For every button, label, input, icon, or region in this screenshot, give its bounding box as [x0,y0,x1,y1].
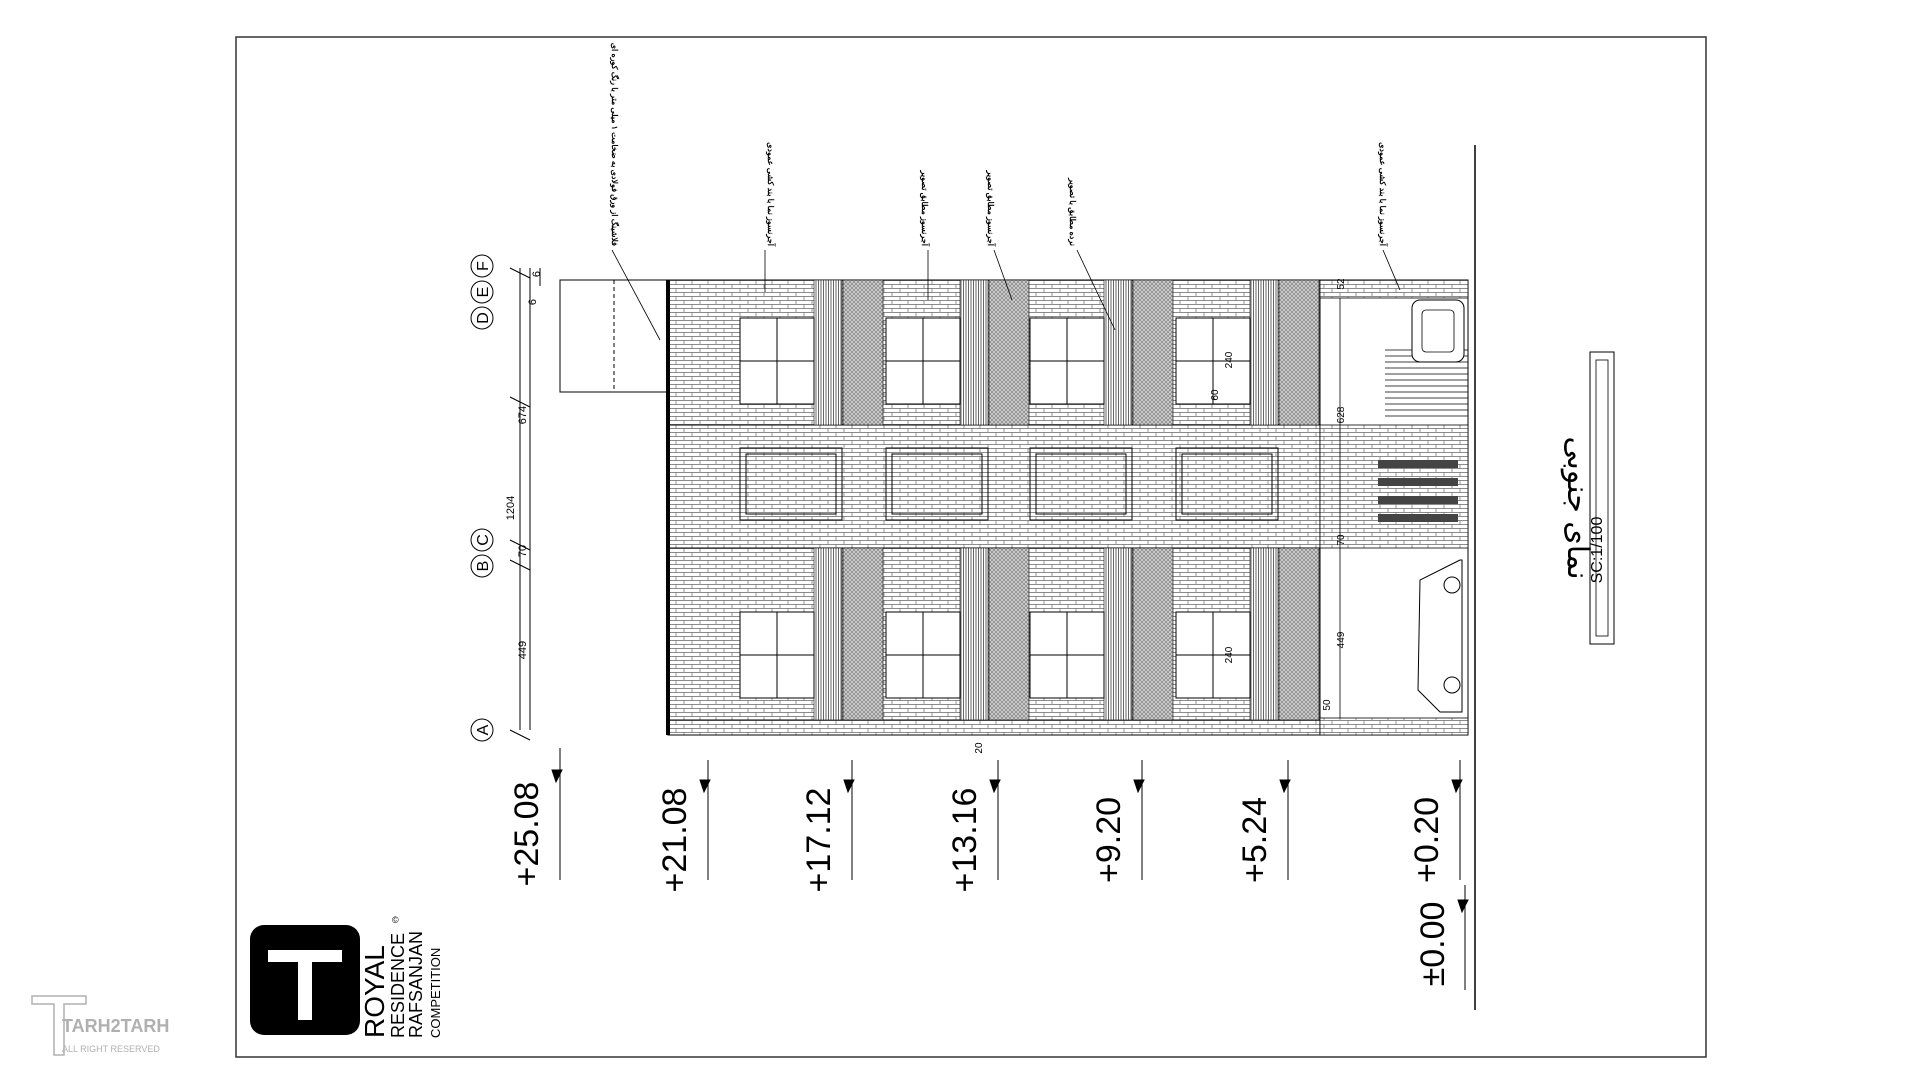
car-icon [1411,299,1465,363]
axis-label-f: F [475,261,492,271]
car-side-icon [1417,559,1463,713]
annotation-brick-vertical-1: آجرنسوز نما با بند کشی عمودی [765,142,777,247]
logo-t-icon [268,950,342,1020]
annotation-brick-vertical-2: آجرنسوز نما با بند کشی عمودی [1377,142,1389,247]
dim-axis-total: 1204 [505,496,517,520]
axis-bubble-a [470,718,494,742]
axis-bubble-c [470,528,494,552]
axis-bubble-f [470,254,494,278]
watermark-text: TARH2TARH [62,1016,169,1036]
dim-garage-70: 70 [1336,534,1347,546]
drawing-title: نمای جنوبی [1560,436,1594,579]
scale-label: SC:1/100 [1589,517,1606,584]
axis-bubble-d [470,306,494,330]
axis-label-d: D [475,312,492,324]
scale-box: SC:1/100 [1589,351,1615,645]
axis-label-b: B [475,561,492,572]
level-label-8: ±0.00 [1414,902,1452,987]
dim-window-bottom: 240 [1224,646,1235,663]
level-label-1: +25.08 [508,782,546,887]
brand-block: ROYAL RESIDENCE RAFSANJAN COMPETITION © [250,915,443,1038]
level-label-3: +17.12 [800,788,838,893]
level-label-4: +13.16 [946,788,984,893]
level-label-6: +5.24 [1236,797,1274,883]
axis-bubbles: A B C D E F [470,254,494,742]
level-label-2: +21.08 [656,788,694,893]
level-markers [551,748,1469,990]
dim-axis-tail2: 6 [531,271,543,277]
level-label-7: +0.20 [1408,797,1446,883]
annotations: فلاشینگ از ورق فولادی به ضخامت ۱ میلی مت… [609,43,1389,247]
brand-line-3: RAFSANJAN [406,931,426,1038]
watermark: TARH2TARH ALL RIGHT RESERVED [31,995,169,1056]
watermark-sub: ALL RIGHT RESERVED [62,1044,160,1054]
windows-upper [739,317,1251,405]
facade: 240 240 60 [666,145,1476,1010]
axis-label-a: A [475,724,492,735]
annotation-brick-image-1: آجرنسوز مطابق تصویر [919,169,931,246]
garage-floor: 628 449 70 52 50 20 [974,278,1469,754]
brand-line-1: ROYAL [359,945,390,1038]
brand-line-4: COMPETITION [428,948,443,1038]
brand-line-2: RESIDENCE [388,933,408,1038]
dim-axis-right: 674 [517,406,529,424]
dim-bay-20: 20 [974,742,985,754]
dim-axis-tail: 6 [527,299,539,305]
dim-garage-bottom: 449 [1336,631,1347,648]
railings-middle [739,447,1279,521]
annotation-railing: نرده مطابق با تصویر [1067,177,1077,246]
brand-copyright: © [392,915,399,925]
annotation-brick-image-2: آجرنسوز مطابق تصویر [985,169,997,246]
dim-garage-52: 52 [1336,278,1347,290]
axis-grid [509,267,541,741]
axis-bubble-e [470,280,494,304]
axis-bubble-b [470,554,494,578]
dim-window-top: 240 [1224,351,1235,368]
level-labels: +25.08 +21.08 +17.12 +13.16 +9.20 +5.24 … [508,782,1452,987]
dim-garage-50: 50 [1322,699,1333,711]
axis-dimensions: 1204 449 70 674 6 6 [505,271,543,659]
annotation-leaders [611,249,1401,341]
watermark-t-icon [31,995,87,1056]
facade-dimensions: 240 240 60 [1210,351,1235,663]
dim-axis-left: 449 [517,641,529,659]
dim-axis-gap: 70 [517,545,529,557]
dim-garage-top: 628 [1336,406,1347,423]
level-label-5: +9.20 [1090,797,1128,883]
axis-label-e: E [475,287,492,298]
axis-label-c: C [475,534,492,546]
sheet-frame [235,36,1707,1058]
windows-lower [739,611,1251,699]
annotation-flashing: فلاشینگ از ورق فولادی به ضخامت ۱ میلی مت… [609,43,620,246]
dim-mid-60: 60 [1210,389,1221,401]
